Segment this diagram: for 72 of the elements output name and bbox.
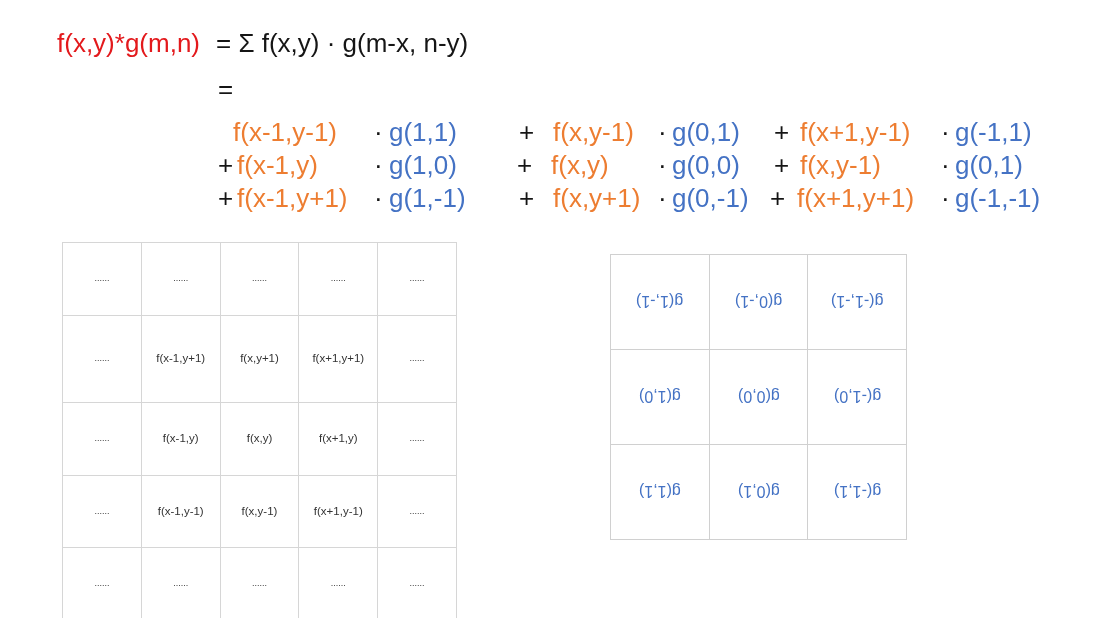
formula-term: g(-1,1): [955, 119, 1032, 145]
table-cell: g(0,0): [709, 350, 809, 445]
table-cell: f(x+1,y): [299, 403, 379, 476]
dot-operator: ·: [941, 152, 950, 178]
plus-sign: +: [770, 185, 786, 211]
table-cell: ......: [378, 243, 457, 316]
formula-term: g(0,1): [672, 119, 740, 145]
formula-term: f(x-1,y-1): [233, 119, 337, 145]
formula-term: f(x+1,y-1): [800, 119, 911, 145]
table-cell: f(x,y+1): [220, 316, 300, 403]
plus-sign: +: [774, 152, 790, 178]
formula-text: = Σ f(x,y) · g(m-x, n-y): [216, 30, 469, 56]
formula-term: f(x+1,y+1): [797, 185, 915, 211]
plus-sign: +: [519, 119, 535, 145]
formula-term: f(x-1,y+1): [237, 185, 348, 211]
dot-operator: ·: [658, 185, 667, 211]
formula-term: g(1,0): [389, 152, 457, 178]
formula-term: g(1,-1): [389, 185, 466, 211]
formula-term: g(-1,-1): [955, 185, 1041, 211]
formula-term: g(0,-1): [672, 185, 749, 211]
plus-sign: +: [517, 152, 533, 178]
table-cell: ......: [299, 243, 379, 316]
formula-term: f(x,y-1): [553, 119, 634, 145]
table-cell: f(x+1,y+1): [299, 316, 379, 403]
formula-term: g(1,1): [389, 119, 457, 145]
dot-operator: ·: [658, 152, 667, 178]
table-cell: f(x,y): [220, 403, 300, 476]
formula-term: f(x,y-1): [800, 152, 881, 178]
formula-term: g(0,0): [672, 152, 740, 178]
table-cell: ......: [299, 548, 379, 618]
table-cell: f(x+1,y-1): [299, 476, 379, 548]
table-cell: g(1,-1): [611, 255, 710, 350]
table-cell: g(0,-1): [709, 255, 809, 350]
table-cell: f(x-1,y-1): [141, 476, 221, 548]
plus-sign: +: [218, 185, 234, 211]
table-cell: g(1,0): [611, 350, 710, 445]
formula-text: f(x,y)*g(m,n): [57, 30, 200, 56]
table-cell: ......: [63, 316, 142, 403]
table-cell: g(1,1): [611, 445, 710, 540]
formula-term: f(x,y+1): [553, 185, 641, 211]
dot-operator: ·: [658, 119, 667, 145]
table-cell: ......: [220, 548, 300, 618]
dot-operator: ·: [941, 185, 950, 211]
formula-term: f(x,y): [551, 152, 609, 178]
table-cell: g(-1,0): [808, 350, 907, 445]
table-cell: ......: [63, 548, 142, 618]
table-cell: ......: [141, 548, 221, 618]
formula-term: g(0,1): [955, 152, 1023, 178]
plus-sign: +: [218, 152, 234, 178]
plus-sign: +: [774, 119, 790, 145]
table-cell: g(-1,1): [808, 445, 907, 540]
formula-term: f(x-1,y): [237, 152, 318, 178]
table-cell: g(0,1): [709, 445, 809, 540]
table-cell: ......: [63, 403, 142, 476]
table-cell: ......: [63, 476, 142, 548]
table-cell: ......: [378, 476, 457, 548]
dot-operator: ·: [941, 119, 950, 145]
table-cell: ......: [63, 243, 142, 316]
table-cell: f(x,y-1): [220, 476, 300, 548]
table-cell: f(x-1,y+1): [141, 316, 221, 403]
table-cell: ......: [378, 548, 457, 618]
table-cell: ......: [378, 403, 457, 476]
dot-operator: ·: [374, 152, 383, 178]
equals-sign: =: [218, 76, 234, 102]
table-cell: g(-1,-1): [808, 255, 907, 350]
table-cell: ......: [220, 243, 300, 316]
dot-operator: ·: [374, 119, 383, 145]
table-cell: ......: [378, 316, 457, 403]
table-cell: f(x-1,y): [141, 403, 221, 476]
plus-sign: +: [519, 185, 535, 211]
table-cell: ......: [141, 243, 221, 316]
dot-operator: ·: [374, 185, 383, 211]
